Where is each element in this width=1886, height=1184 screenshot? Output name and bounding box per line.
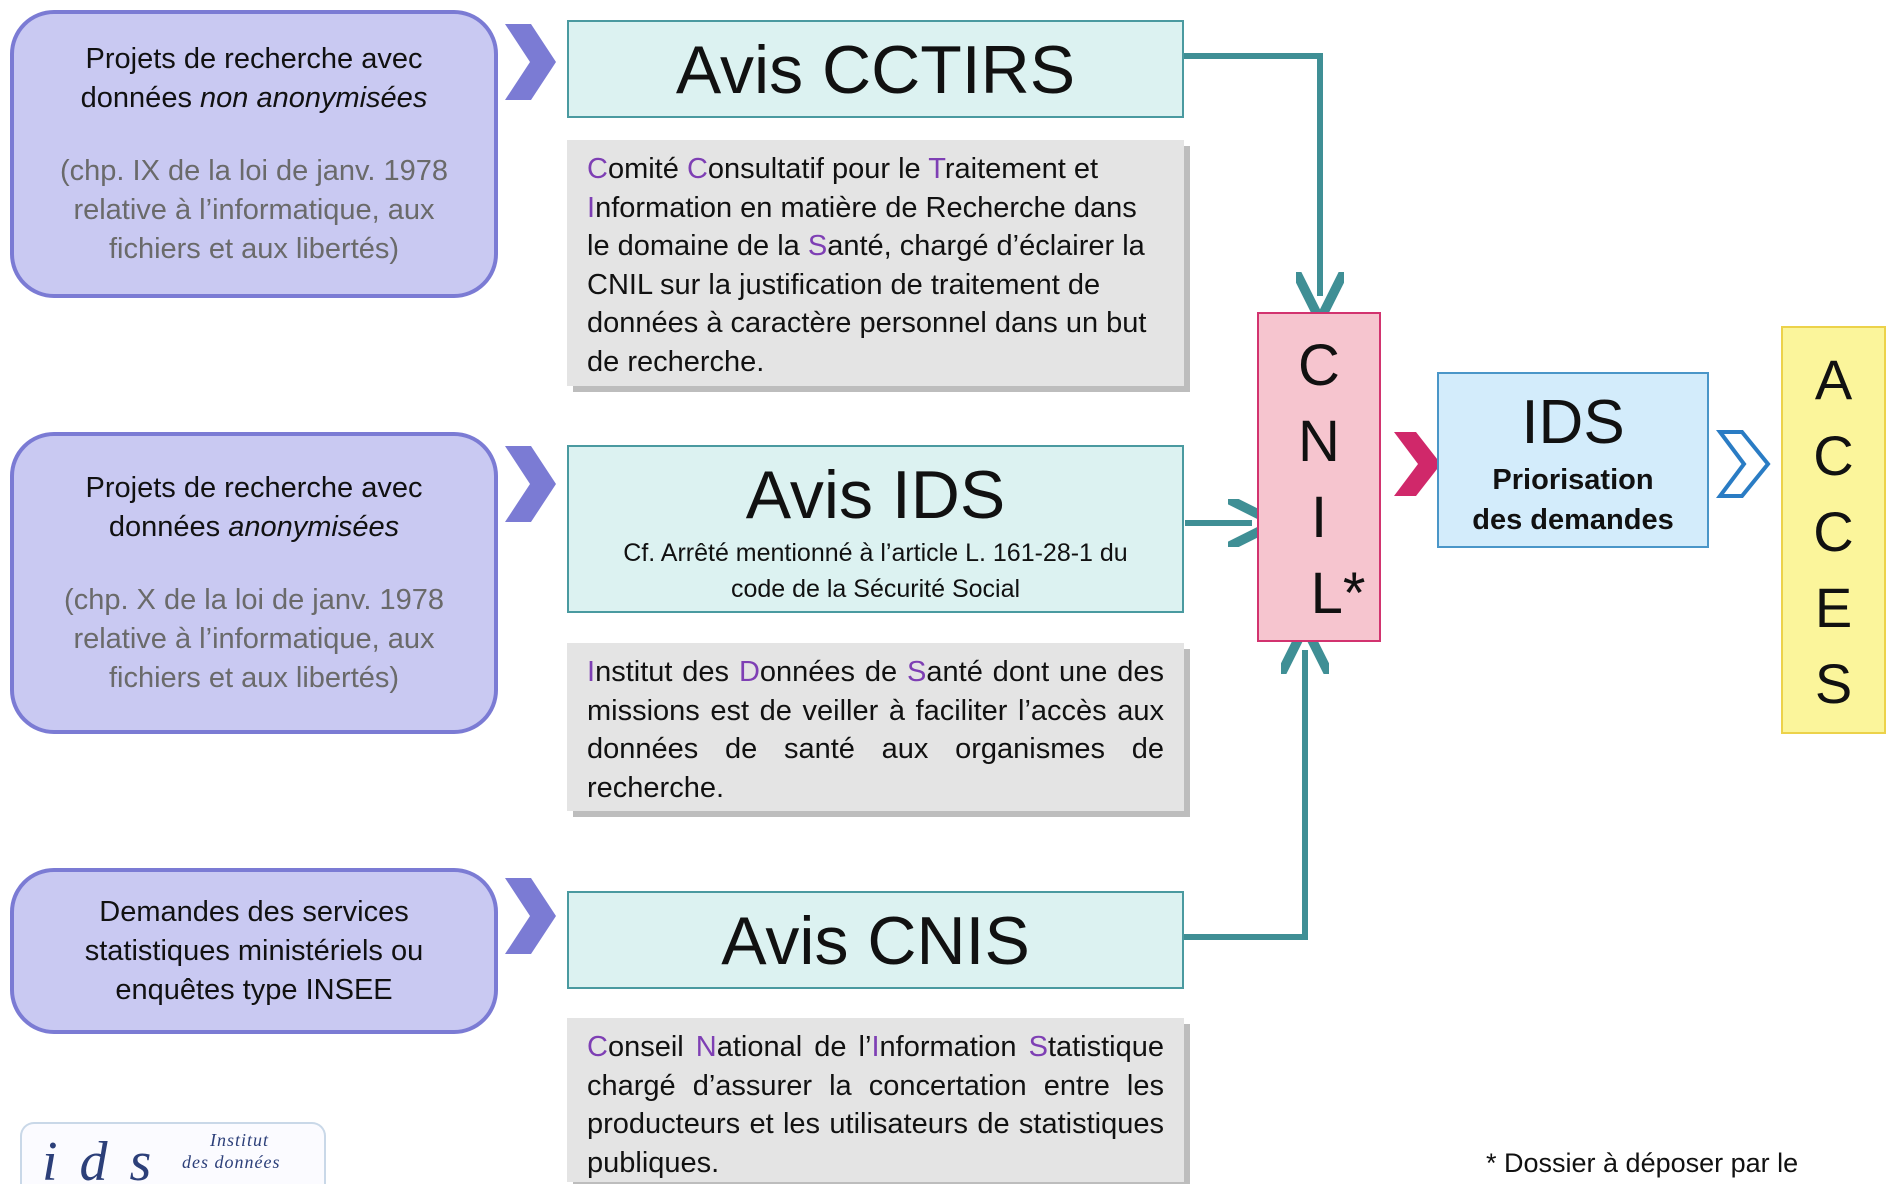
logo-text-1: Institut	[210, 1130, 270, 1150]
description-cctirs: Comité Consultatif pour le Traitement et…	[567, 140, 1184, 386]
source-title: Demandes des services statistiques minis…	[84, 895, 424, 1006]
acces-box: A C C E S	[1781, 326, 1886, 734]
description-text: raitement et	[944, 153, 1099, 185]
ids-title: IDS	[1521, 388, 1625, 457]
connector-cnis-cnil	[1168, 650, 1305, 940]
cnil-letter: L*	[1310, 561, 1366, 626]
cnil-letter: N	[1298, 409, 1340, 474]
acces-letter: S	[1814, 652, 1853, 715]
source-legal-reference: (chp. X de la loi de janv. 1978 relative…	[64, 583, 444, 694]
ids-line-2: des demandes	[1472, 504, 1674, 536]
avis-title: Avis IDS	[745, 457, 1006, 533]
acces-letter: E	[1814, 576, 1853, 639]
avis-cctirs-box: Avis CCTIRS	[567, 20, 1184, 118]
logo-mark: ids	[42, 1131, 174, 1184]
cnil-box: C N I L*	[1257, 312, 1381, 642]
highlight-letter: I	[587, 656, 596, 688]
source-title: Projets de recherche avec données non an…	[80, 42, 428, 114]
cnil-letter: C	[1298, 333, 1340, 398]
description-text: nstitut des	[595, 656, 739, 688]
cnil-chevron-icon	[1394, 432, 1441, 496]
ids-priority-box: IDS Priorisation des demandes	[1437, 372, 1709, 548]
highlight-letter: I	[587, 191, 596, 224]
footnote: * Dossier à déposer par le	[1486, 1148, 1799, 1178]
highlight-letter: C	[587, 1031, 608, 1063]
source-box-anonymised: Projets de recherche avec données anonym…	[10, 432, 498, 734]
description-text: tatistique chargé d’assurer la concertat…	[587, 1031, 1165, 1179]
source-title: Projets de recherche avec données anonym…	[85, 471, 423, 543]
highlight-letter: S	[1028, 1031, 1048, 1063]
ids-chevron-icon	[1716, 430, 1771, 498]
highlight-letter: I	[871, 1031, 880, 1063]
source-box-statistics: Demandes des services statistiques minis…	[10, 868, 498, 1034]
connector-cctirs-cnil	[1168, 53, 1320, 296]
highlight-letter: C	[587, 153, 608, 185]
ids-logo: ids Institut des données	[20, 1122, 326, 1184]
highlight-letter: S	[807, 230, 828, 262]
highlight-letter: S	[907, 656, 927, 688]
source-legal-reference: (chp. IX de la loi de janv. 1978 relativ…	[60, 154, 448, 265]
highlight-letter: C	[686, 153, 708, 185]
description-text: anté, chargé d’éclairer la CNIL sur la j…	[587, 230, 1147, 378]
avis-title: Avis CNIS	[721, 903, 1030, 979]
source-box-non-anonymised: Projets de recherche avec données non an…	[10, 10, 498, 298]
acces-letter: C	[1813, 424, 1854, 487]
description-text: anté dont une des missions est de veille…	[587, 656, 1165, 804]
description-text: nformation en matière de Recherche dans …	[587, 191, 1137, 263]
ids-line-1: Priorisation	[1492, 464, 1654, 496]
avis-cnis-box: Avis CNIS	[567, 891, 1184, 989]
avis-subtitle: Cf. Arrêté mentionné à l’article L. 161-…	[623, 539, 1128, 603]
description-text: nformation	[879, 1031, 1029, 1063]
description-text: onseil	[607, 1031, 696, 1063]
highlight-letter: T	[928, 153, 945, 185]
logo-text-2: des données	[182, 1152, 281, 1172]
avis-ids-box: Avis IDS Cf. Arrêté mentionné à l’articl…	[567, 445, 1184, 613]
highlight-letter: N	[695, 1031, 717, 1063]
acces-letter: C	[1813, 500, 1854, 563]
description-ids: Institut des Données de Santé dont une d…	[567, 643, 1184, 811]
cnil-letter: I	[1310, 485, 1328, 550]
description-text: omité	[607, 153, 687, 185]
acces-letter: A	[1814, 348, 1853, 411]
highlight-letter: D	[738, 656, 760, 688]
description-text: onnées de	[759, 656, 908, 688]
description-text: onsultatif pour le	[707, 153, 929, 185]
avis-title: Avis CCTIRS	[675, 32, 1076, 108]
description-text: ational de l’	[716, 1031, 872, 1063]
chevron-right-icon	[505, 24, 556, 954]
description-cnis: Conseil National de l’Information Statis…	[567, 1018, 1184, 1182]
